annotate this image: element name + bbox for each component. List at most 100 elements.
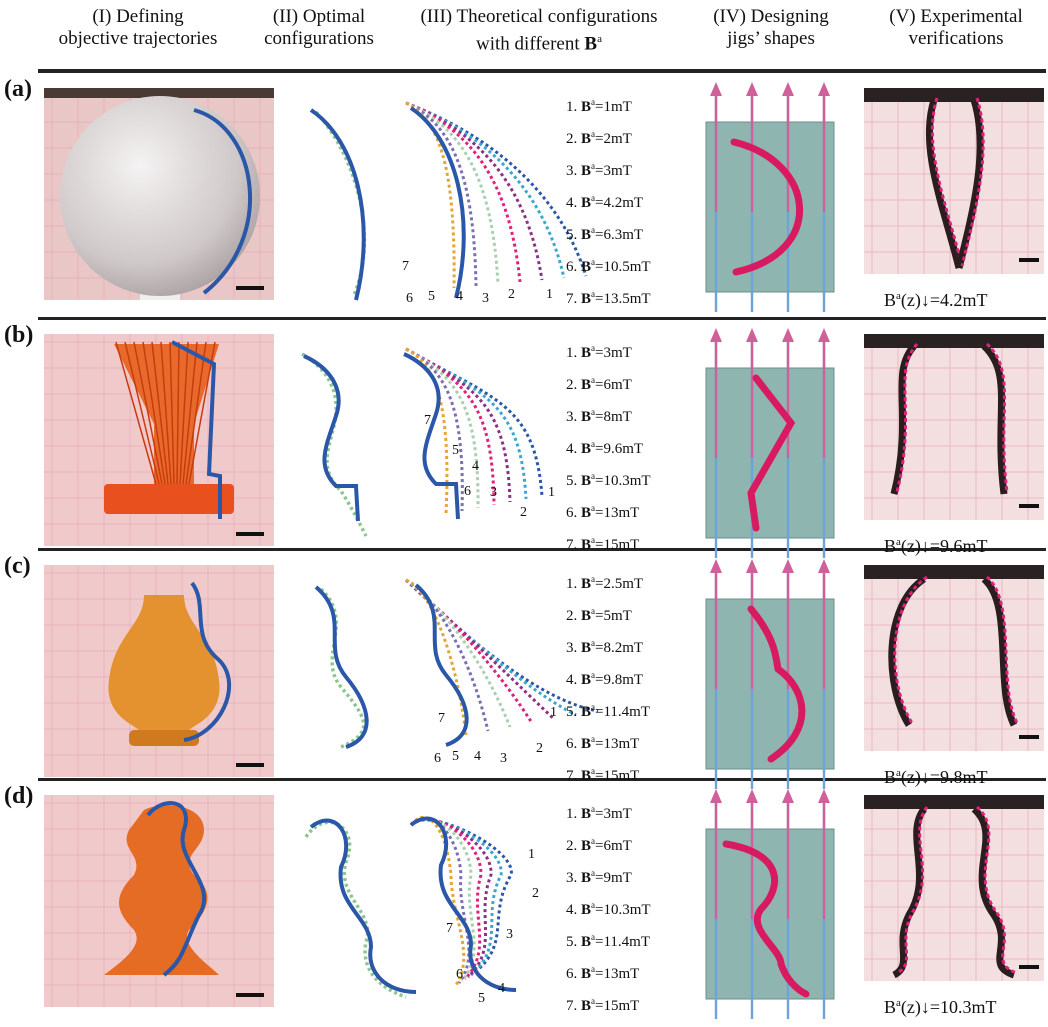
theoretical-configurations [396, 344, 576, 564]
field-entry: 6. Ba=13mT [566, 731, 639, 752]
field-value: =13.5mT [595, 291, 651, 307]
objective-photo-svg [44, 88, 274, 300]
field-entry: 3. Ba=9mT [566, 865, 632, 886]
field-symbol: B [581, 505, 591, 521]
objective-photo [44, 795, 274, 1007]
field-entry: 4. Ba=10.3mT [566, 897, 651, 918]
arrow-up-icon [710, 328, 722, 342]
header-col3-line1: (III) Theoretical configurations [394, 6, 684, 28]
theoretical-configurations [396, 805, 576, 1025]
caption-mid: (z)↓= [901, 767, 940, 787]
theoretical-curve-3 [406, 103, 498, 284]
theoretical-curve-6 [406, 349, 526, 499]
photo-top-shadow [864, 795, 1044, 809]
field-entry: 5. Ba=11.4mT [566, 699, 650, 720]
field-entry: 3. Ba=3mT [566, 158, 632, 179]
jig-design [696, 789, 846, 1021]
header-col2-line2: configurations [244, 28, 394, 50]
field-symbol: B [581, 966, 591, 982]
field-symbol: B [581, 736, 591, 752]
field-index: 6. [566, 736, 577, 752]
theoretical-curve-6 [411, 820, 501, 975]
field-value: =6mT [595, 838, 632, 854]
field-entry: 2. Ba=6mT [566, 833, 632, 854]
field-index: 3. [566, 640, 577, 656]
rule-top [38, 69, 1046, 73]
field-symbol: B [581, 195, 591, 211]
field-symbol: B [581, 227, 591, 243]
caption-mid: (z)↓= [901, 290, 940, 310]
jig-design [696, 328, 846, 560]
field-index: 6. [566, 259, 577, 275]
panel-label: (d) [4, 783, 33, 810]
field-index: 3. [566, 870, 577, 886]
experimental-photo [864, 88, 1044, 274]
panel-label: (b) [4, 322, 33, 349]
field-value: =3mT [595, 163, 632, 179]
header-col4-line1: (IV) Designing [694, 6, 848, 28]
jig-design [696, 559, 846, 791]
field-value: =8.2mT [595, 640, 643, 656]
field-entry: 4. Ba=4.2mT [566, 190, 643, 211]
field-index: 7. [566, 291, 577, 307]
experimental-photo [864, 334, 1044, 520]
arrow-up-icon [710, 559, 722, 573]
field-value: =4.2mT [595, 195, 643, 211]
header-col5-line1: (V) Experimental [864, 6, 1048, 28]
field-symbol: B [581, 345, 591, 361]
experiment-caption: Ba(z)↓=10.3mT [884, 997, 997, 1018]
jig-plate [706, 122, 834, 292]
field-value: =13mT [595, 966, 639, 982]
field-index: 3. [566, 409, 577, 425]
field-index: 2. [566, 377, 577, 393]
field-symbol: B [581, 870, 591, 886]
experimental-photo [864, 565, 1044, 751]
field-entry: 1. Ba=3mT [566, 801, 632, 822]
scale-bar [236, 993, 264, 997]
field-value: =8mT [595, 409, 632, 425]
target-curve [416, 585, 467, 745]
header-col4-line2: jigs’ shapes [694, 28, 848, 50]
field-index: 5. [566, 704, 577, 720]
caption-value: 4.2mT [940, 290, 988, 310]
field-value: =9mT [595, 870, 632, 886]
caption-b: B [884, 767, 896, 787]
arrow-up-icon [746, 82, 758, 96]
optimal-dotted [306, 822, 406, 997]
caption-value: 9.8mT [940, 767, 988, 787]
field-entry: 5. Ba=10.3mT [566, 468, 651, 489]
header-col1: (I) Defining objective trajectories [38, 6, 238, 50]
experimental-photo [864, 795, 1044, 981]
field-index: 1. [566, 576, 577, 592]
theoretical-curve-6 [406, 580, 576, 715]
experiment-caption: Ba(z)↓=9.8mT [884, 767, 988, 788]
caption-b: B [884, 536, 896, 556]
field-symbol: B [581, 704, 591, 720]
field-index: 7. [566, 537, 577, 553]
objective-photo-svg [44, 334, 274, 546]
field-symbol: B [581, 377, 591, 393]
field-entry: 2. Ba=6mT [566, 372, 632, 393]
field-index: 4. [566, 902, 577, 918]
experiment-caption: Ba(z)↓=4.2mT [884, 290, 988, 311]
field-value: =9.8mT [595, 672, 643, 688]
field-index: 7. [566, 998, 577, 1014]
objective-photo [44, 88, 274, 300]
arrow-up-icon [818, 559, 830, 573]
header-col3-line2: with different Ba [394, 28, 684, 55]
field-symbol: B [581, 838, 591, 854]
theoretical-curve-3 [411, 818, 474, 981]
field-value: =15mT [595, 537, 639, 553]
header-col3-sup: a [597, 33, 602, 45]
field-symbol: B [581, 934, 591, 950]
field-value: =1mT [595, 99, 632, 115]
header-col2: (II) Optimal configurations [244, 6, 394, 50]
scale-bar [1019, 258, 1039, 262]
field-value: =2mT [595, 131, 632, 147]
panel-label: (c) [4, 553, 31, 580]
field-symbol: B [581, 537, 591, 553]
field-value: =10.5mT [595, 259, 651, 275]
field-symbol: B [581, 576, 591, 592]
arrow-up-icon [710, 82, 722, 96]
field-index: 1. [566, 345, 577, 361]
